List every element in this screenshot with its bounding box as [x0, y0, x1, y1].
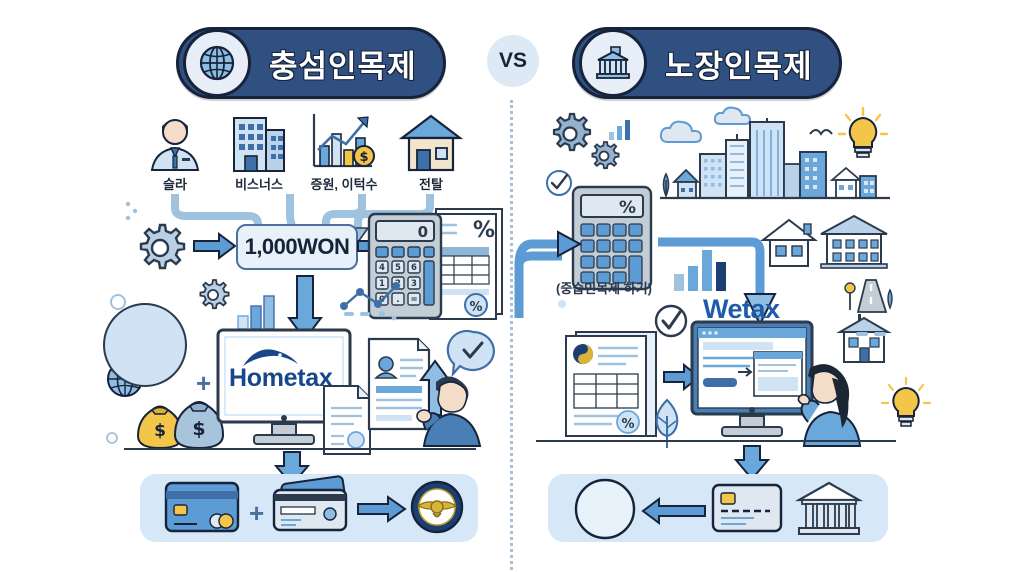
wetax-wordmark: Wetax — [703, 294, 780, 324]
svg-text:=: = — [410, 295, 417, 305]
svg-text:3: 3 — [411, 279, 417, 289]
decor-ring-left-2 — [104, 430, 120, 446]
money-bags-icon: $ $ — [136, 398, 225, 450]
government-seal-icon — [410, 480, 464, 534]
svg-text:4: 4 — [379, 263, 385, 273]
header-badge-right: 노장인목제 — [572, 27, 842, 99]
gear-icon-right-2 — [588, 140, 620, 172]
blank-circle-icon — [572, 478, 638, 540]
down-arrow-right-bottom — [733, 445, 771, 481]
svg-text:%: % — [621, 417, 634, 432]
bar-chart-icon-left — [236, 292, 282, 330]
amount-box: 1,000WON — [236, 224, 358, 270]
decor-dots-left — [124, 200, 140, 224]
decor-dot-right — [556, 298, 568, 310]
arrow-left-payment-right — [641, 497, 706, 525]
calculator-right-display: % — [619, 198, 636, 218]
decor-ring-left — [108, 292, 128, 312]
calculator-left: 0 456 123 0.= — [367, 212, 443, 320]
debit-card-icon — [272, 475, 350, 532]
bank-building-icon-bottom — [794, 478, 864, 536]
calculation-note-label: (중습인목제 하기) — [556, 281, 652, 296]
vs-label: VS — [498, 49, 527, 72]
flow-arrow-right-in — [514, 214, 584, 324]
bar-chart-icon-right — [672, 244, 734, 292]
gear-icon-small-left — [196, 278, 230, 312]
flow-arrow-right-down — [656, 234, 777, 327]
person-at-computer-right — [786, 360, 866, 448]
small-document-left — [322, 384, 372, 456]
wetax-monitor — [690, 320, 814, 438]
svg-text:%: % — [469, 300, 482, 315]
plus-symbol-payment: + — [249, 498, 265, 528]
decor-dashes-right — [856, 326, 896, 342]
check-circle-icon-right-small — [544, 168, 574, 198]
svg-text:$: $ — [154, 421, 166, 441]
credit-card-icon — [164, 481, 240, 533]
decor-dashes-left — [344, 306, 400, 324]
calculator-display: 0 — [418, 223, 428, 241]
hometax-logo-swoosh — [240, 346, 302, 368]
globe-icon — [183, 29, 251, 97]
bar-chart-icon-right-small — [608, 118, 634, 140]
source-label-rent: 전탈 — [419, 177, 443, 192]
chip-card-icon — [711, 483, 783, 533]
tax-documents-right: % — [564, 330, 664, 438]
svg-text:$: $ — [192, 418, 205, 440]
bank-icon — [579, 29, 647, 97]
bank-building-icon-right — [818, 212, 890, 270]
hometax-wordmark: Hometax — [229, 364, 333, 392]
house-icon-right — [760, 216, 818, 268]
gear-icon-left — [134, 222, 186, 274]
source-icon-house — [398, 112, 464, 172]
check-circle-icon-left — [446, 329, 496, 378]
svg-text:1: 1 — [379, 279, 385, 289]
svg-text:$: $ — [359, 150, 368, 165]
check-circle-icon-right — [652, 302, 690, 340]
decor-circle-left — [102, 302, 188, 388]
calculator-right: % — [571, 185, 653, 291]
lightbulb-icon-right-top — [836, 106, 890, 164]
arrow-right-1 — [193, 232, 237, 260]
source-label-business: 비스너스 — [235, 177, 283, 192]
source-icon-building — [226, 110, 290, 172]
header-title-left: 충섬인목제 — [269, 48, 417, 84]
tree-icon-right — [648, 398, 686, 450]
arrow-right-payment-left — [357, 495, 407, 523]
city-skyline-icon — [660, 118, 890, 200]
lightbulb-icon-right-bottom — [880, 376, 932, 432]
source-icon-person — [146, 110, 204, 172]
source-label-income: 증원, 이턱수 — [310, 177, 378, 192]
header-title-right: 노장인목제 — [665, 48, 813, 84]
plus-symbol-left: + — [196, 368, 212, 398]
ground-line-left — [124, 448, 476, 450]
svg-text:6: 6 — [411, 263, 417, 273]
svg-text:.: . — [396, 295, 399, 305]
section-divider — [510, 100, 513, 570]
cloud-icon-1 — [659, 120, 712, 144]
ground-line-right — [536, 440, 896, 442]
road-icon — [842, 278, 898, 314]
source-label-person: 슬라 — [163, 177, 187, 192]
source-icon-growth-chart: $ — [308, 110, 378, 172]
line-chart-icon-left — [338, 278, 402, 318]
svg-text:5: 5 — [395, 263, 401, 273]
person-at-computer-left — [416, 372, 486, 448]
bird-icon — [808, 124, 834, 138]
vs-badge: VS — [487, 35, 539, 87]
cloud-icon-2 — [713, 106, 758, 126]
gear-icon-right-1 — [548, 112, 592, 156]
header-badge-left: 충섬인목제 — [176, 27, 446, 99]
id-document-left — [366, 336, 432, 432]
svg-text:%: % — [473, 218, 495, 243]
